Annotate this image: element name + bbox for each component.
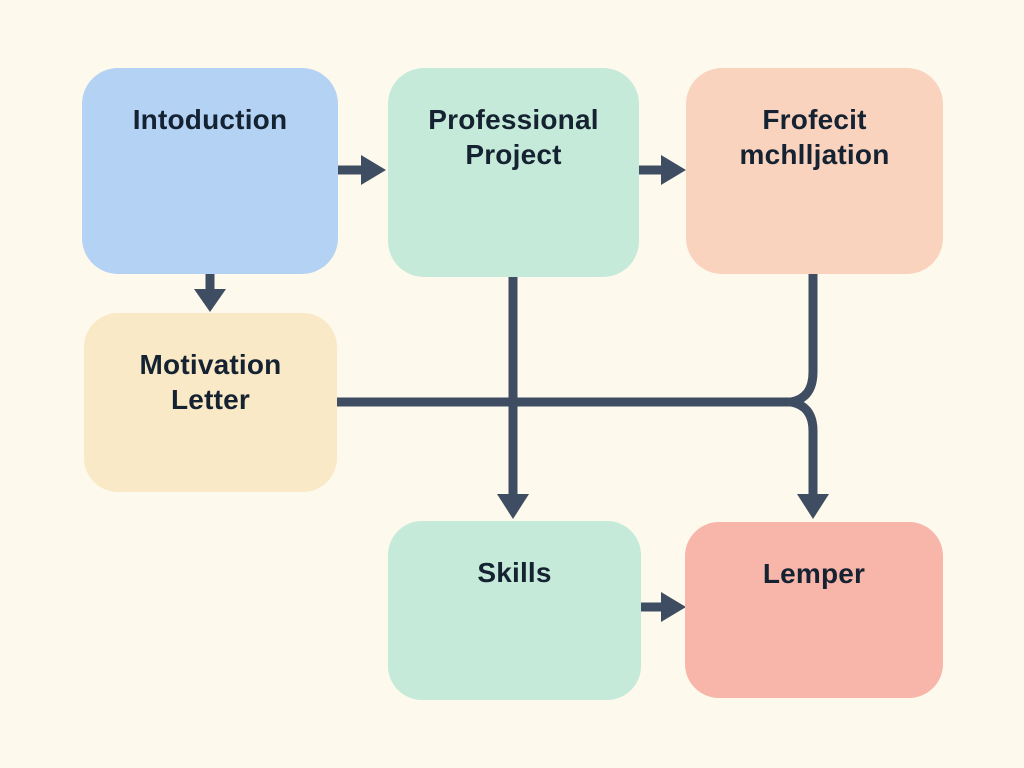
node-lemper-label: Lemper xyxy=(762,558,866,589)
node-frofecit-mchlljation-label: Frofecit mchlljation xyxy=(739,104,890,170)
edge-frofecit-and-motivation-letter-to-lemper xyxy=(337,274,829,519)
node-introduction-label: Intoduction xyxy=(132,104,288,135)
node-professional-project: Professional Project xyxy=(388,68,639,277)
node-introduction: Intoduction xyxy=(82,68,338,274)
node-professional-project-label: Professional Project xyxy=(428,104,599,170)
node-skills-label: Skills xyxy=(477,557,552,588)
node-lemper: Lemper xyxy=(685,522,943,698)
edge-skills-to-lemper xyxy=(641,592,686,622)
edge-introduction-to-professional-project xyxy=(338,155,386,185)
node-skills: Skills xyxy=(388,521,641,700)
edge-introduction-to-motivation-letter xyxy=(194,274,226,312)
node-motivation-letter: Motivation Letter xyxy=(84,313,337,492)
edge-professional-project-to-frofecit xyxy=(639,155,686,185)
node-frofecit-mchlljation: Frofecit mchlljation xyxy=(686,68,943,274)
edge-professional-project-to-skills xyxy=(497,277,529,519)
node-motivation-letter-label: Motivation Letter xyxy=(139,349,282,415)
